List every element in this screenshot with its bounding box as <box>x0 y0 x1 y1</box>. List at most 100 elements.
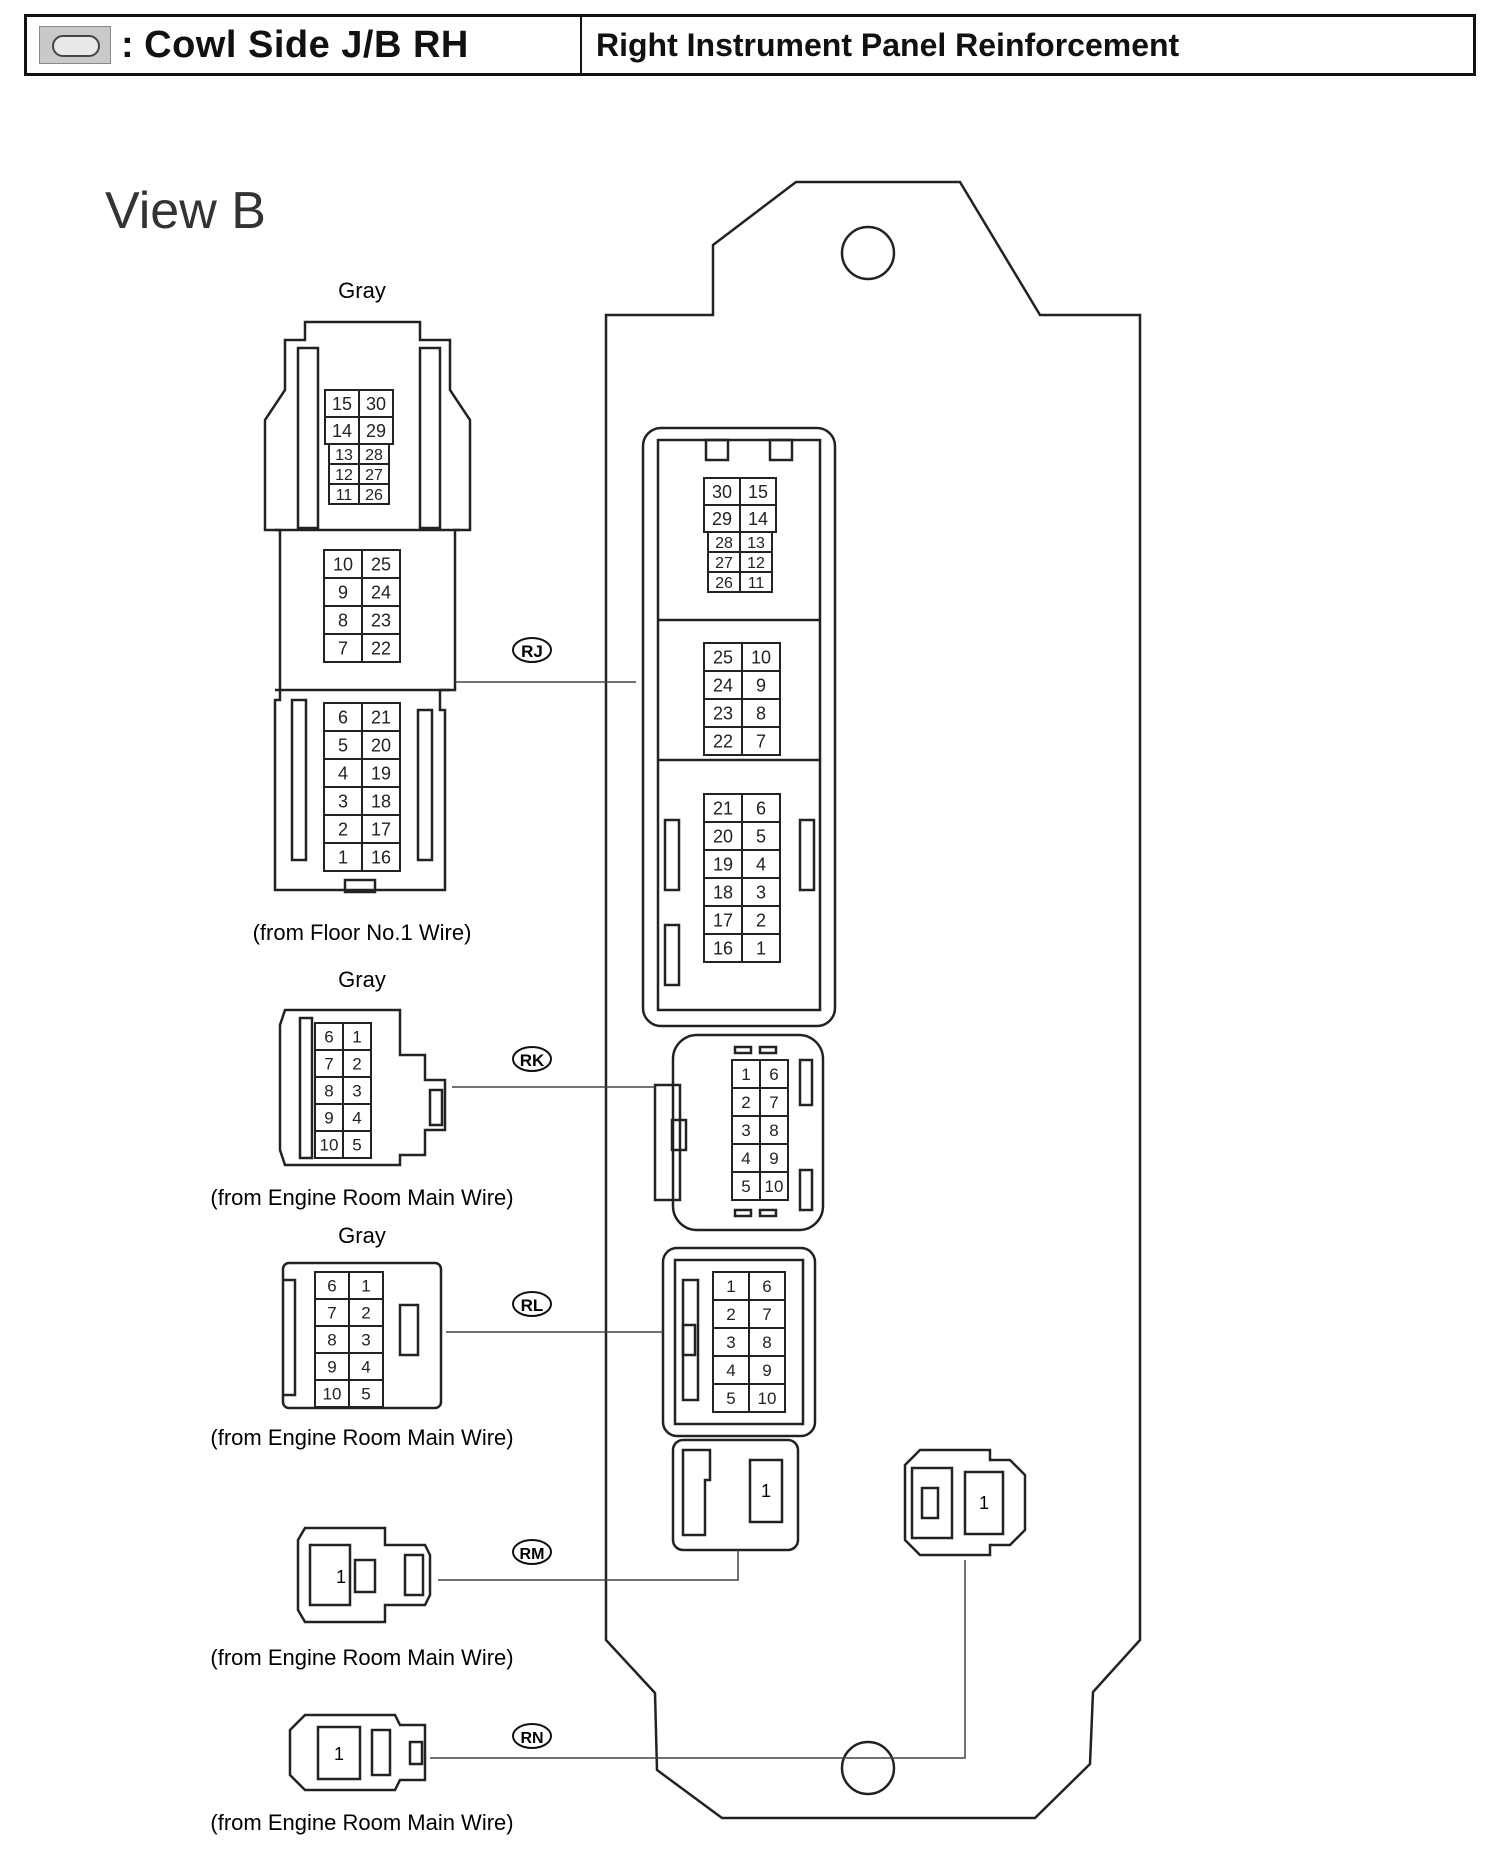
rk-left-pin-number: 6 <box>324 1028 333 1047</box>
rl-left-pin-number: 6 <box>327 1277 336 1296</box>
view-label: View B <box>105 182 266 240</box>
rj-left-pin-number: 24 <box>371 582 391 602</box>
rk-right-pin-cell <box>759 1171 789 1201</box>
rm-code-badge <box>512 1539 552 1565</box>
rj-left-pin-number: 2 <box>338 819 348 839</box>
rm-leader-line <box>438 1550 739 1581</box>
rl-left-pin-number: 2 <box>361 1304 370 1323</box>
rj-right-pin-number: 22 <box>713 731 733 751</box>
rj-right-pin-cell <box>741 933 781 963</box>
rl-left-pin-number: 9 <box>327 1358 336 1377</box>
rk-right-pin-number: 7 <box>769 1093 778 1112</box>
rl-right-pin-cell <box>748 1383 786 1413</box>
rj-left-pin-number: 4 <box>338 763 348 783</box>
rj-right-pin-number: 14 <box>748 509 768 529</box>
rj-code-badge <box>512 637 552 663</box>
rj-right-pin-number: 12 <box>747 555 765 572</box>
rj-left-pin-number: 10 <box>333 554 353 574</box>
rj-right-pin-number: 8 <box>756 703 766 723</box>
header-title: Cowl Side J/B RH <box>144 23 469 66</box>
header-location-cell: Right Instrument Panel Reinforcement <box>582 17 1473 73</box>
rl-left-pin-number: 5 <box>361 1385 370 1404</box>
rj-left-pin-number: 12 <box>335 467 353 484</box>
rn-right-pin: 1 <box>979 1493 989 1513</box>
rl-right-pin-number: 4 <box>726 1361 735 1380</box>
rj-left-pin-number: 3 <box>338 791 348 811</box>
rm-source-label: (from Engine Room Main Wire) <box>210 1645 513 1670</box>
mounting-hole <box>840 1740 896 1796</box>
rk-left-pin-number: 4 <box>352 1109 361 1128</box>
rj-right-pin-number: 9 <box>756 675 766 695</box>
rj-right-pin-number: 10 <box>751 647 771 667</box>
rj-right-pin-number: 19 <box>713 854 733 874</box>
header-bar: : Cowl Side J/B RH Right Instrument Pane… <box>24 14 1476 76</box>
rj-left-pin-number: 16 <box>371 847 391 867</box>
connector-oval-icon <box>39 26 111 64</box>
rj-left-pin-number: 26 <box>365 487 383 504</box>
rj-left-pin-number: 23 <box>371 610 391 630</box>
rj-right-pin-number: 17 <box>713 910 733 930</box>
rl-right-pin-number: 1 <box>726 1277 735 1296</box>
rj-right-connector <box>641 426 837 1028</box>
rl-left-pin-number: 4 <box>361 1358 370 1377</box>
rl-right-pin-number: 9 <box>762 1361 771 1380</box>
rj-right-pin-number: 23 <box>713 703 733 723</box>
rl-left-pin-number: 8 <box>327 1331 336 1350</box>
rl-left-pin-number: 3 <box>361 1331 370 1350</box>
rl-right-pin-number: 6 <box>762 1277 771 1296</box>
rk-left-pin-number: 1 <box>352 1028 361 1047</box>
rj-right-pin-number: 24 <box>713 675 733 695</box>
rl-left-pin-number: 10 <box>323 1385 342 1404</box>
rj-source-label: (from Floor No.1 Wire) <box>253 920 472 945</box>
rj-right-pin-number: 26 <box>715 575 733 592</box>
rj-right-pin-number: 20 <box>713 826 733 846</box>
rl-left-pin-cell <box>348 1379 384 1408</box>
rl-code: RL <box>521 1296 544 1315</box>
mounting-hole <box>840 225 896 281</box>
rn-source-label: (from Engine Room Main Wire) <box>210 1810 513 1835</box>
rj-left-pin-number: 20 <box>371 735 391 755</box>
rk-left-pin-number: 7 <box>324 1055 333 1074</box>
rj-right-pin-number: 7 <box>756 731 766 751</box>
rj-right-pin-number: 2 <box>756 910 766 930</box>
rk-left-pin-number: 8 <box>324 1082 333 1101</box>
rm-left-pin: 1 <box>336 1567 346 1587</box>
rl-right-connector <box>661 1246 817 1438</box>
rj-left-connector <box>263 320 472 894</box>
rj-right-pin-number: 18 <box>713 882 733 902</box>
rj-right-pin-number: 4 <box>756 854 766 874</box>
rk-right-pin-number: 5 <box>741 1177 750 1196</box>
rk-right-connector <box>653 1033 825 1232</box>
rj-right-pin-number: 21 <box>713 798 733 818</box>
rk-left-pin-number: 2 <box>352 1055 361 1074</box>
rj-left-pin-number: 27 <box>365 467 383 484</box>
rj-left-pin-number: 5 <box>338 735 348 755</box>
rl-code-badge <box>512 1291 552 1317</box>
rn-left-pin: 1 <box>334 1744 344 1764</box>
rk-left-pin-number: 10 <box>320 1136 339 1155</box>
rj-right-pin-number: 30 <box>712 482 732 502</box>
rk-right-pin-number: 3 <box>741 1121 750 1140</box>
rj-right-pin-number: 16 <box>713 938 733 958</box>
rj-left-pin-number: 13 <box>335 447 353 464</box>
rj-left-pin-number: 7 <box>338 638 348 658</box>
rk-right-pin-number: 4 <box>741 1149 750 1168</box>
rm-right-pin: 1 <box>761 1481 771 1501</box>
rl-right-pin-number: 10 <box>758 1389 777 1408</box>
rj-right-pin-number: 3 <box>756 882 766 902</box>
rl-left-pin-number: 7 <box>327 1304 336 1323</box>
rk-right-pin-number: 10 <box>765 1177 784 1196</box>
rj-right-pin-number: 27 <box>715 555 733 572</box>
rk-left-pin-number: 3 <box>352 1082 361 1101</box>
rj-left-pin-number: 8 <box>338 610 348 630</box>
rk-left-connector <box>278 1008 447 1167</box>
rj-right-pin-number: 11 <box>748 575 765 592</box>
rj-left-pin-number: 17 <box>371 819 391 839</box>
rn-left-connector <box>288 1713 427 1792</box>
rj-left-pin-number: 11 <box>336 487 353 504</box>
rk-right-pin-number: 8 <box>769 1121 778 1140</box>
rm-left-connector <box>296 1526 432 1624</box>
rn-right-connector <box>903 1448 1027 1557</box>
rj-right-pin-number: 25 <box>713 647 733 667</box>
